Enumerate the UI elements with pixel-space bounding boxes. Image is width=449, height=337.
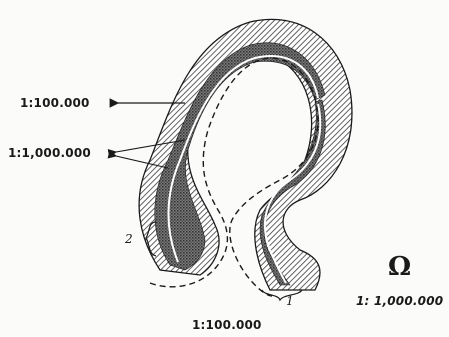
label-bottom-scale: 1:100.000	[192, 318, 262, 332]
label-symbol-scale: 1: 1,000.000	[356, 294, 443, 308]
label-middle-scale: 1:1,000.000	[8, 146, 91, 160]
marker-one-label: 1	[286, 294, 294, 308]
marker-two-label: 2	[125, 232, 133, 246]
label-upper-scale: 1:100.000	[20, 96, 90, 110]
omega-symbol: Ω	[388, 252, 411, 282]
